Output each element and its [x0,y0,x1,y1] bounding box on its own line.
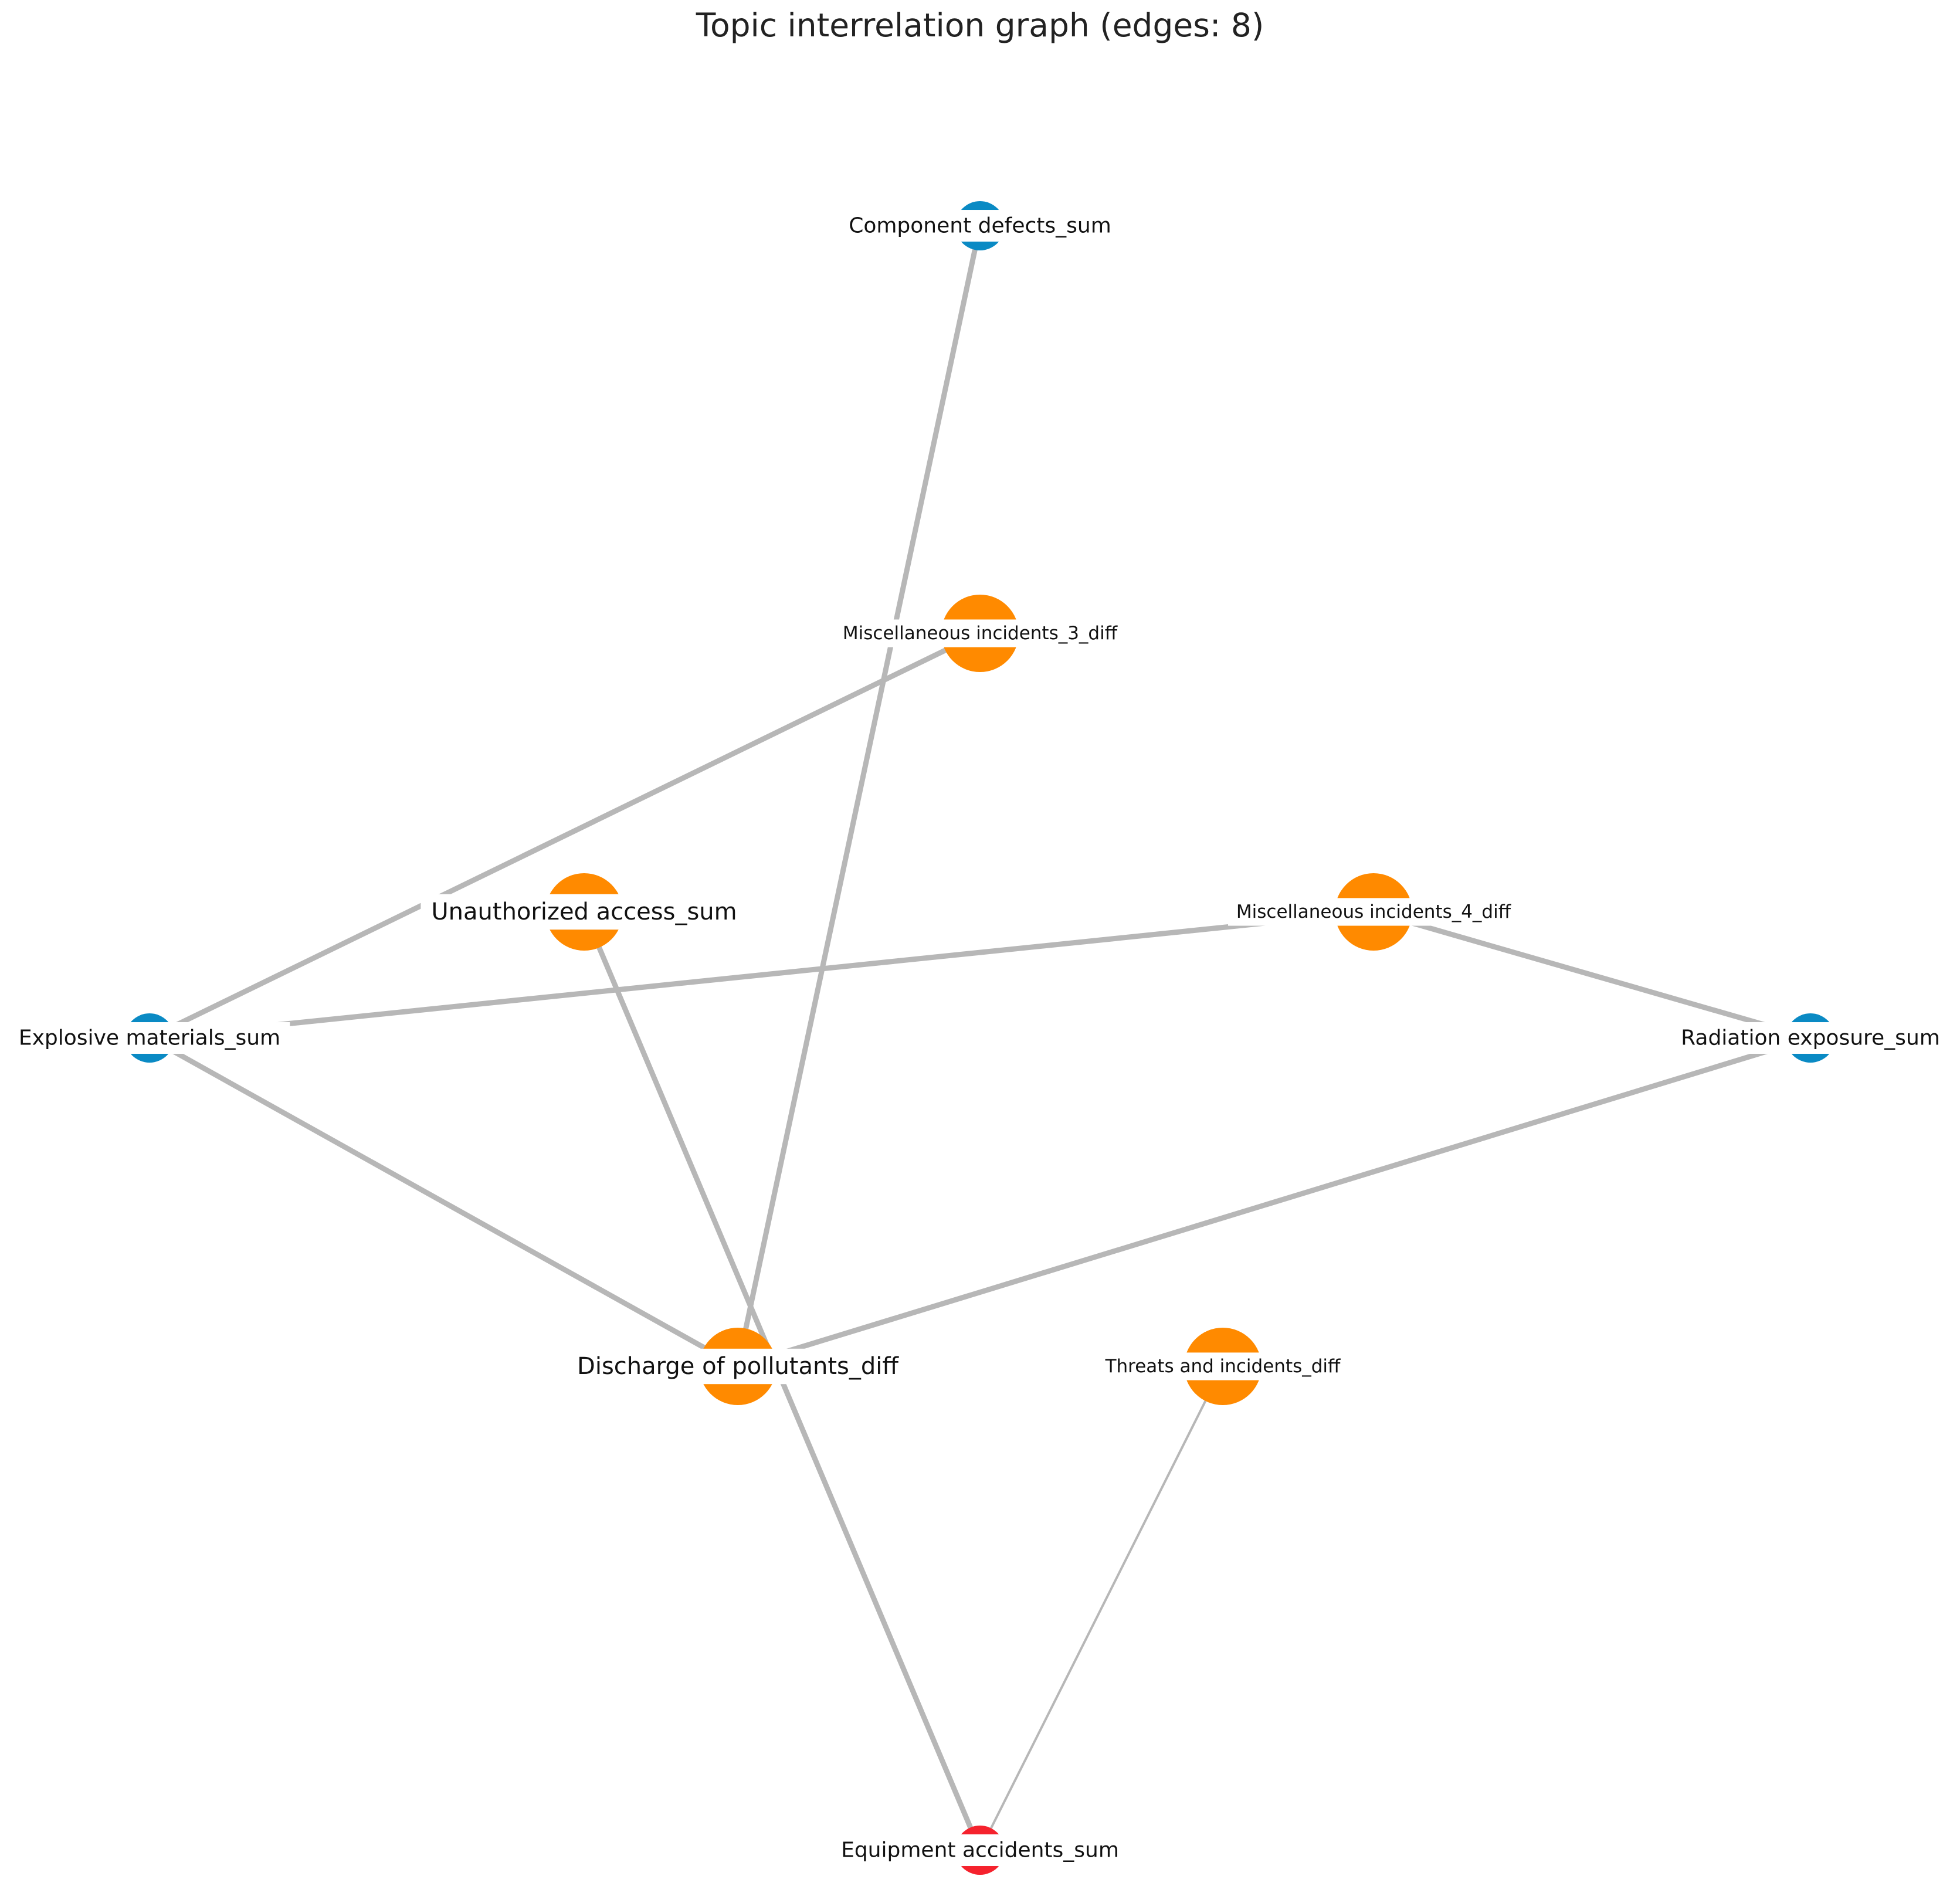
node-label-group-threats-incidents: Threats and incidents_diff [1096,1352,1349,1380]
node-label-equipment-accidents: Equipment accidents_sum [841,1838,1119,1863]
label-background [834,619,1126,647]
node-label-group-misc-incidents-4: Miscellaneous incidents_4_diff [1227,898,1520,926]
edge-misc-incidents-4-to-radiation-exposure [1372,909,1812,1041]
node-label-explosive-materials: Explosive materials_sum [19,1026,280,1050]
edge-layer [148,225,1812,1851]
node-label-component-defects: Component defects_sum [849,214,1111,238]
label-background [831,1834,1129,1866]
label-background [567,1348,910,1385]
edge-misc-incidents-3-to-explosive-materials [148,630,981,1041]
edge-explosive-materials-to-discharge-pollutants [148,1036,740,1369]
node-label-group-discharge-pollutants: Discharge of pollutants_diff [567,1348,910,1385]
label-background [9,1022,290,1054]
node-label-threats-incidents: Threats and incidents_diff [1105,1356,1341,1377]
label-background [1671,1022,1950,1054]
edge-component-defects-to-discharge-pollutants [735,225,983,1367]
edge-radiation-exposure-to-discharge-pollutants [737,1035,1812,1369]
node-layer [125,201,1835,1875]
node-label-group-radiation-exposure: Radiation exposure_sum [1671,1022,1950,1054]
node-label-group-unauthorized-access: Unauthorized access_sum [421,894,748,930]
node-label-misc-incidents-4: Miscellaneous incidents_4_diff [1236,901,1511,922]
node-label-radiation-exposure: Radiation exposure_sum [1681,1026,1940,1050]
node-label-misc-incidents-3: Miscellaneous incidents_3_diff [843,623,1118,644]
node-label-discharge-pollutants: Discharge of pollutants_diff [577,1353,899,1380]
edge-threats-incidents-to-equipment-accidents [979,1366,1224,1851]
label-background [839,210,1121,242]
node-label-unauthorized-access: Unauthorized access_sum [431,898,737,925]
label-background [1096,1352,1349,1380]
graph-title: Topic interrelation graph (edges: 8) [696,6,1264,44]
node-label-group-misc-incidents-3: Miscellaneous incidents_3_diff [834,619,1126,647]
label-background [1227,898,1520,926]
node-label-group-component-defects: Component defects_sum [839,210,1121,242]
label-background [421,894,748,930]
node-label-group-explosive-materials: Explosive materials_sum [9,1022,290,1054]
edge-explosive-materials-to-misc-incidents-4 [149,909,1374,1041]
node-label-group-equipment-accidents: Equipment accidents_sum [831,1834,1129,1866]
